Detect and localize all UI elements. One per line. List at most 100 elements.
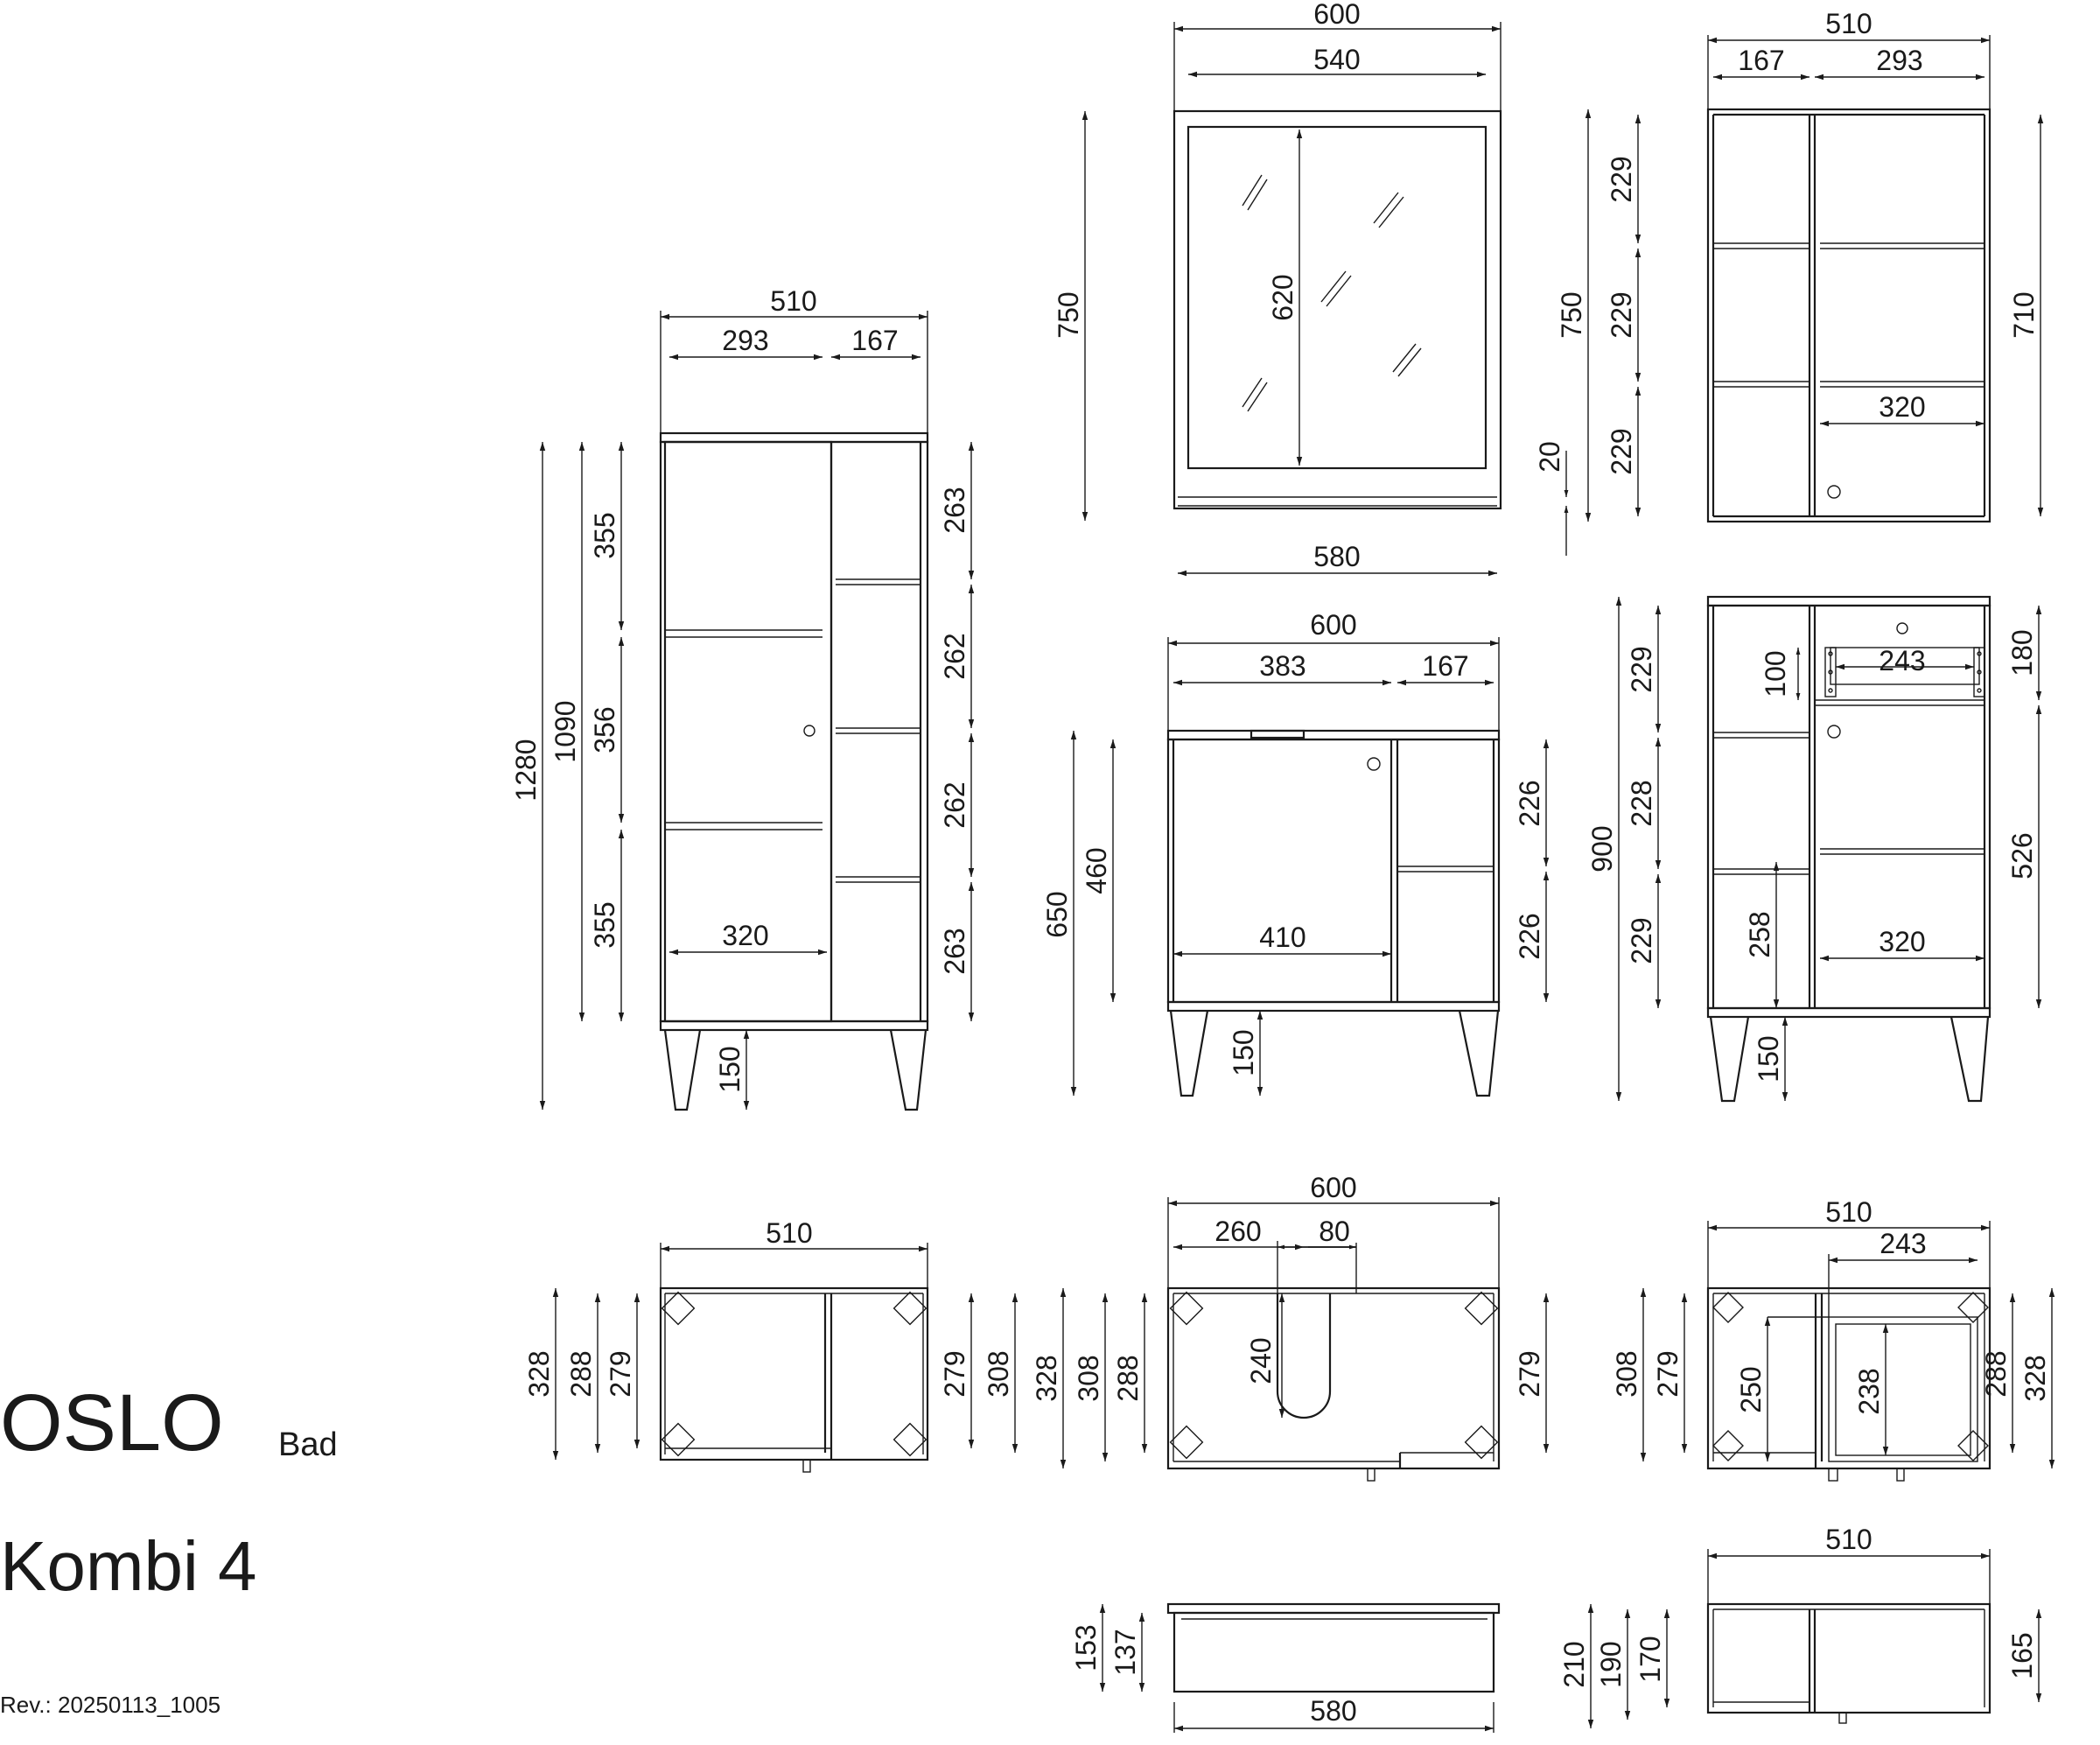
- tall-cabinet-dimensions: 510 293 167 1280 1090 355 356 355 263 26…: [510, 285, 975, 1110]
- dim-plan-side-depth-1: 308: [1611, 1350, 1642, 1397]
- dim-tall-inner-width: 320: [722, 920, 768, 951]
- dim-side-left-section-1: 229: [1626, 646, 1657, 692]
- dim-wall-section-1: 229: [1606, 156, 1637, 202]
- dim-section-shelf-width: 580: [1310, 1695, 1356, 1727]
- dim-plan-vanity-depth-right: 279: [1514, 1350, 1545, 1397]
- dim-mirror-glass-height: 620: [1267, 274, 1298, 320]
- dim-plan-vanity-depth-2: 308: [1073, 1355, 1104, 1401]
- dim-wall-width-total: 510: [1825, 8, 1872, 39]
- vanity-cabinet-elevation: [1166, 729, 1501, 1097]
- wall-cabinet-elevation: [1706, 108, 1992, 523]
- plan-view-vanity: [1166, 1286, 1501, 1482]
- dim-vanity-height-total: 650: [1041, 891, 1073, 937]
- dim-wall-width-left: 167: [1738, 45, 1784, 76]
- dim-plan-side-width: 510: [1825, 1196, 1872, 1228]
- dim-side-drawer-width: 243: [1879, 645, 1925, 676]
- revision-label: Rev.: 20250113_1005: [0, 1692, 221, 1718]
- plan-view-tall-dimensions: 510 328 288 279 279 308: [523, 1217, 1018, 1460]
- dim-wall-section-3: 229: [1606, 428, 1637, 474]
- dim-side-inner-width: 320: [1879, 926, 1925, 957]
- side-cabinet-elevation: [1706, 595, 1992, 1103]
- dim-section-wall-depth-2: 190: [1595, 1641, 1627, 1687]
- dim-side-height-total: 900: [1586, 825, 1618, 872]
- mirror-cabinet-elevation: [1172, 109, 1502, 510]
- dim-vanity-width-total: 600: [1310, 609, 1356, 641]
- plan-view-side: [1706, 1286, 1992, 1482]
- section-view-wall: [1706, 1602, 1992, 1724]
- dim-section-wall-depth-3: 170: [1634, 1636, 1666, 1682]
- dim-plan-side-depth-right-2: 328: [2020, 1355, 2051, 1401]
- dim-tall-width-right: 167: [851, 325, 898, 356]
- dim-plan-tall-depth-3: 279: [605, 1350, 636, 1397]
- dim-section-shelf-depth-outer: 153: [1070, 1624, 1102, 1671]
- dim-section-wall-depth-1: 210: [1558, 1641, 1590, 1687]
- dim-tall-width-left: 293: [722, 325, 768, 356]
- dim-tall-width-total: 510: [770, 285, 816, 317]
- dim-side-door-height: 526: [2006, 832, 2038, 879]
- dim-plan-side-depth-2: 279: [1652, 1350, 1684, 1397]
- dim-tall-left-section-3: 355: [589, 901, 620, 948]
- dim-tall-left-section-2: 356: [589, 706, 620, 753]
- dim-mirror-shelf-width: 580: [1313, 541, 1360, 572]
- product-category: Bad: [278, 1426, 338, 1463]
- dim-plan-tall-depth-2: 288: [565, 1350, 597, 1397]
- dim-tall-height-total: 1280: [510, 739, 542, 801]
- dim-wall-width-right: 293: [1876, 45, 1922, 76]
- dim-vanity-body-height: 460: [1081, 847, 1112, 894]
- dim-side-drawer-height: 100: [1760, 650, 1791, 697]
- dim-plan-side-drawer-width: 243: [1880, 1228, 1926, 1259]
- dim-plan-vanity-depth-3: 288: [1112, 1355, 1144, 1401]
- dim-mirror-shelf-thickness: 20: [1534, 441, 1565, 473]
- side-cabinet-dimensions: 900 229 228 229 100 243 180 526 258 320 …: [1586, 597, 2042, 1101]
- dim-plan-side-depth-3: 250: [1735, 1366, 1767, 1412]
- dim-plan-vanity-offset: 260: [1214, 1216, 1261, 1247]
- dim-vanity-right-section-1: 226: [1514, 780, 1545, 826]
- dim-plan-tall-depth-1: 328: [523, 1350, 555, 1397]
- dim-mirror-width-total: 600: [1313, 0, 1360, 30]
- dim-side-left-section-2: 228: [1626, 780, 1657, 826]
- dim-mirror-width-glass: 540: [1313, 44, 1360, 75]
- dim-plan-vanity-depth-1: 328: [1031, 1355, 1062, 1401]
- dim-tall-right-section-3: 262: [939, 781, 970, 828]
- tall-cabinet-elevation: [659, 431, 929, 1111]
- vanity-cabinet-dimensions: 600 383 167 650 460 226 226 410 150: [1041, 609, 1550, 1096]
- dim-wall-height-total: 750: [1556, 291, 1587, 338]
- plan-view-tall: [659, 1286, 929, 1473]
- dim-wall-section-2: 229: [1606, 291, 1637, 338]
- wall-cabinet-dimensions: 510 167 293 750 229 229 229 710 320: [1556, 8, 2044, 522]
- dim-plan-tall-depth-right-2: 308: [983, 1350, 1014, 1397]
- dim-plan-side-drawer-depth: 238: [1853, 1368, 1885, 1414]
- dim-tall-height-body: 1090: [550, 700, 581, 762]
- section-view-wall-dimensions: 510 210 190 170 165: [1558, 1524, 2042, 1728]
- dim-side-shelf-height: 258: [1744, 911, 1775, 957]
- dim-side-top-height: 180: [2006, 629, 2038, 676]
- dim-tall-left-section-1: 355: [589, 512, 620, 558]
- product-name: OSLO: [0, 1378, 224, 1468]
- dim-vanity-leg-height: 150: [1228, 1029, 1259, 1076]
- dim-tall-right-section-2: 262: [939, 633, 970, 679]
- mirror-cabinet-dimensions: 600 540 750 620 580 20: [1053, 0, 1569, 577]
- dim-section-shelf-depth-inner: 137: [1110, 1629, 1141, 1675]
- dim-section-wall-depth-right: 165: [2006, 1632, 2038, 1678]
- dim-tall-right-section-1: 263: [939, 487, 970, 533]
- dim-tall-leg-height: 150: [714, 1046, 746, 1092]
- plan-view-vanity-dimensions: 600 260 80 240 328 308 288 279: [1031, 1172, 1550, 1468]
- section-view-shelf: [1166, 1602, 1501, 1693]
- dim-mirror-height-total: 750: [1053, 291, 1084, 338]
- dim-plan-side-depth-right-1: 288: [1980, 1350, 2012, 1397]
- combination-label: Kombi 4: [0, 1527, 257, 1605]
- dim-plan-vanity-width: 600: [1310, 1172, 1356, 1203]
- title-block: OSLO Bad Kombi 4 Rev.: 20250113_1005: [0, 1383, 420, 1733]
- dim-plan-vanity-siphon-depth: 240: [1245, 1337, 1277, 1384]
- dim-plan-tall-width: 510: [766, 1217, 812, 1249]
- dim-vanity-inner-width: 410: [1259, 922, 1306, 953]
- dim-plan-tall-depth-right-1: 279: [939, 1350, 970, 1397]
- dim-wall-inner-width: 320: [1879, 391, 1925, 423]
- section-view-shelf-dimensions: 153 137 580: [1070, 1604, 1494, 1733]
- dim-vanity-right-section-2: 226: [1514, 913, 1545, 959]
- dim-vanity-width-right: 167: [1422, 650, 1468, 682]
- dim-plan-vanity-siphon-width: 80: [1319, 1216, 1350, 1247]
- dim-wall-inner-height: 710: [2008, 291, 2040, 338]
- dim-side-leg-height: 150: [1753, 1035, 1784, 1082]
